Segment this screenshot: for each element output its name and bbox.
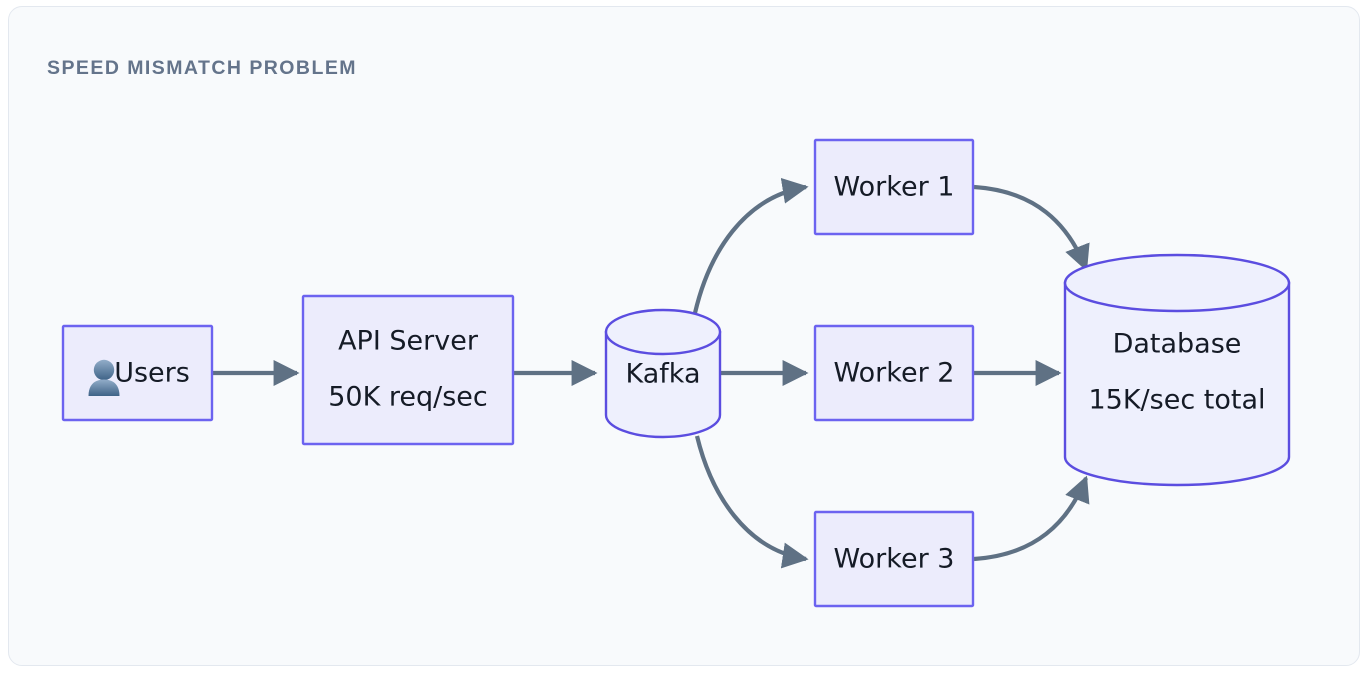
node-kafka-label: Kafka <box>626 359 701 390</box>
node-worker-1-box[interactable] <box>813 138 975 236</box>
node-kafka-top <box>604 308 722 356</box>
node-database[interactable]: Database 15K/sec total <box>1063 253 1291 487</box>
node-kafka[interactable]: Kafka <box>604 308 722 439</box>
edge-kafka-to-worker-1 <box>692 177 809 314</box>
flow-diagram: Users API Server 50K req/sec Kafka Worke… <box>61 138 1291 608</box>
node-worker-2[interactable]: Worker 2 <box>813 324 975 422</box>
edge-layer <box>212 177 1090 569</box>
node-api-server-label-line1: API Server <box>338 326 479 357</box>
node-database-label-line1: Database <box>1113 329 1242 360</box>
node-database-label-line2: 15K/sec total <box>1088 385 1265 416</box>
node-worker-1[interactable]: Worker 1 <box>813 138 975 236</box>
edge-worker-3-to-database <box>973 475 1090 562</box>
diagram-card: SPEED MISMATCH PROBLEM <box>8 6 1360 666</box>
node-worker-3-label: Worker 3 <box>834 544 955 575</box>
node-users-label: Users <box>114 358 190 389</box>
node-kafka-body[interactable] <box>604 330 722 439</box>
node-worker-1-label: Worker 1 <box>834 172 955 203</box>
edge-worker-1-to-database <box>973 184 1090 272</box>
node-worker-2-label: Worker 2 <box>834 358 955 389</box>
page-title: SPEED MISMATCH PROBLEM <box>47 57 357 79</box>
node-worker-3-box[interactable] <box>813 510 975 608</box>
node-api-server-box[interactable] <box>301 294 515 446</box>
node-api-server[interactable]: API Server 50K req/sec <box>301 294 515 446</box>
user-icon <box>88 359 120 396</box>
edge-kafka-to-worker-3 <box>694 435 809 569</box>
node-users[interactable]: Users <box>61 324 214 422</box>
node-database-top <box>1063 253 1291 313</box>
node-api-server-label-line2: 50K req/sec <box>328 382 488 413</box>
node-worker-2-box[interactable] <box>813 324 975 422</box>
node-worker-3[interactable]: Worker 3 <box>813 510 975 608</box>
node-users-box[interactable] <box>61 324 214 422</box>
node-database-body[interactable] <box>1063 281 1291 487</box>
